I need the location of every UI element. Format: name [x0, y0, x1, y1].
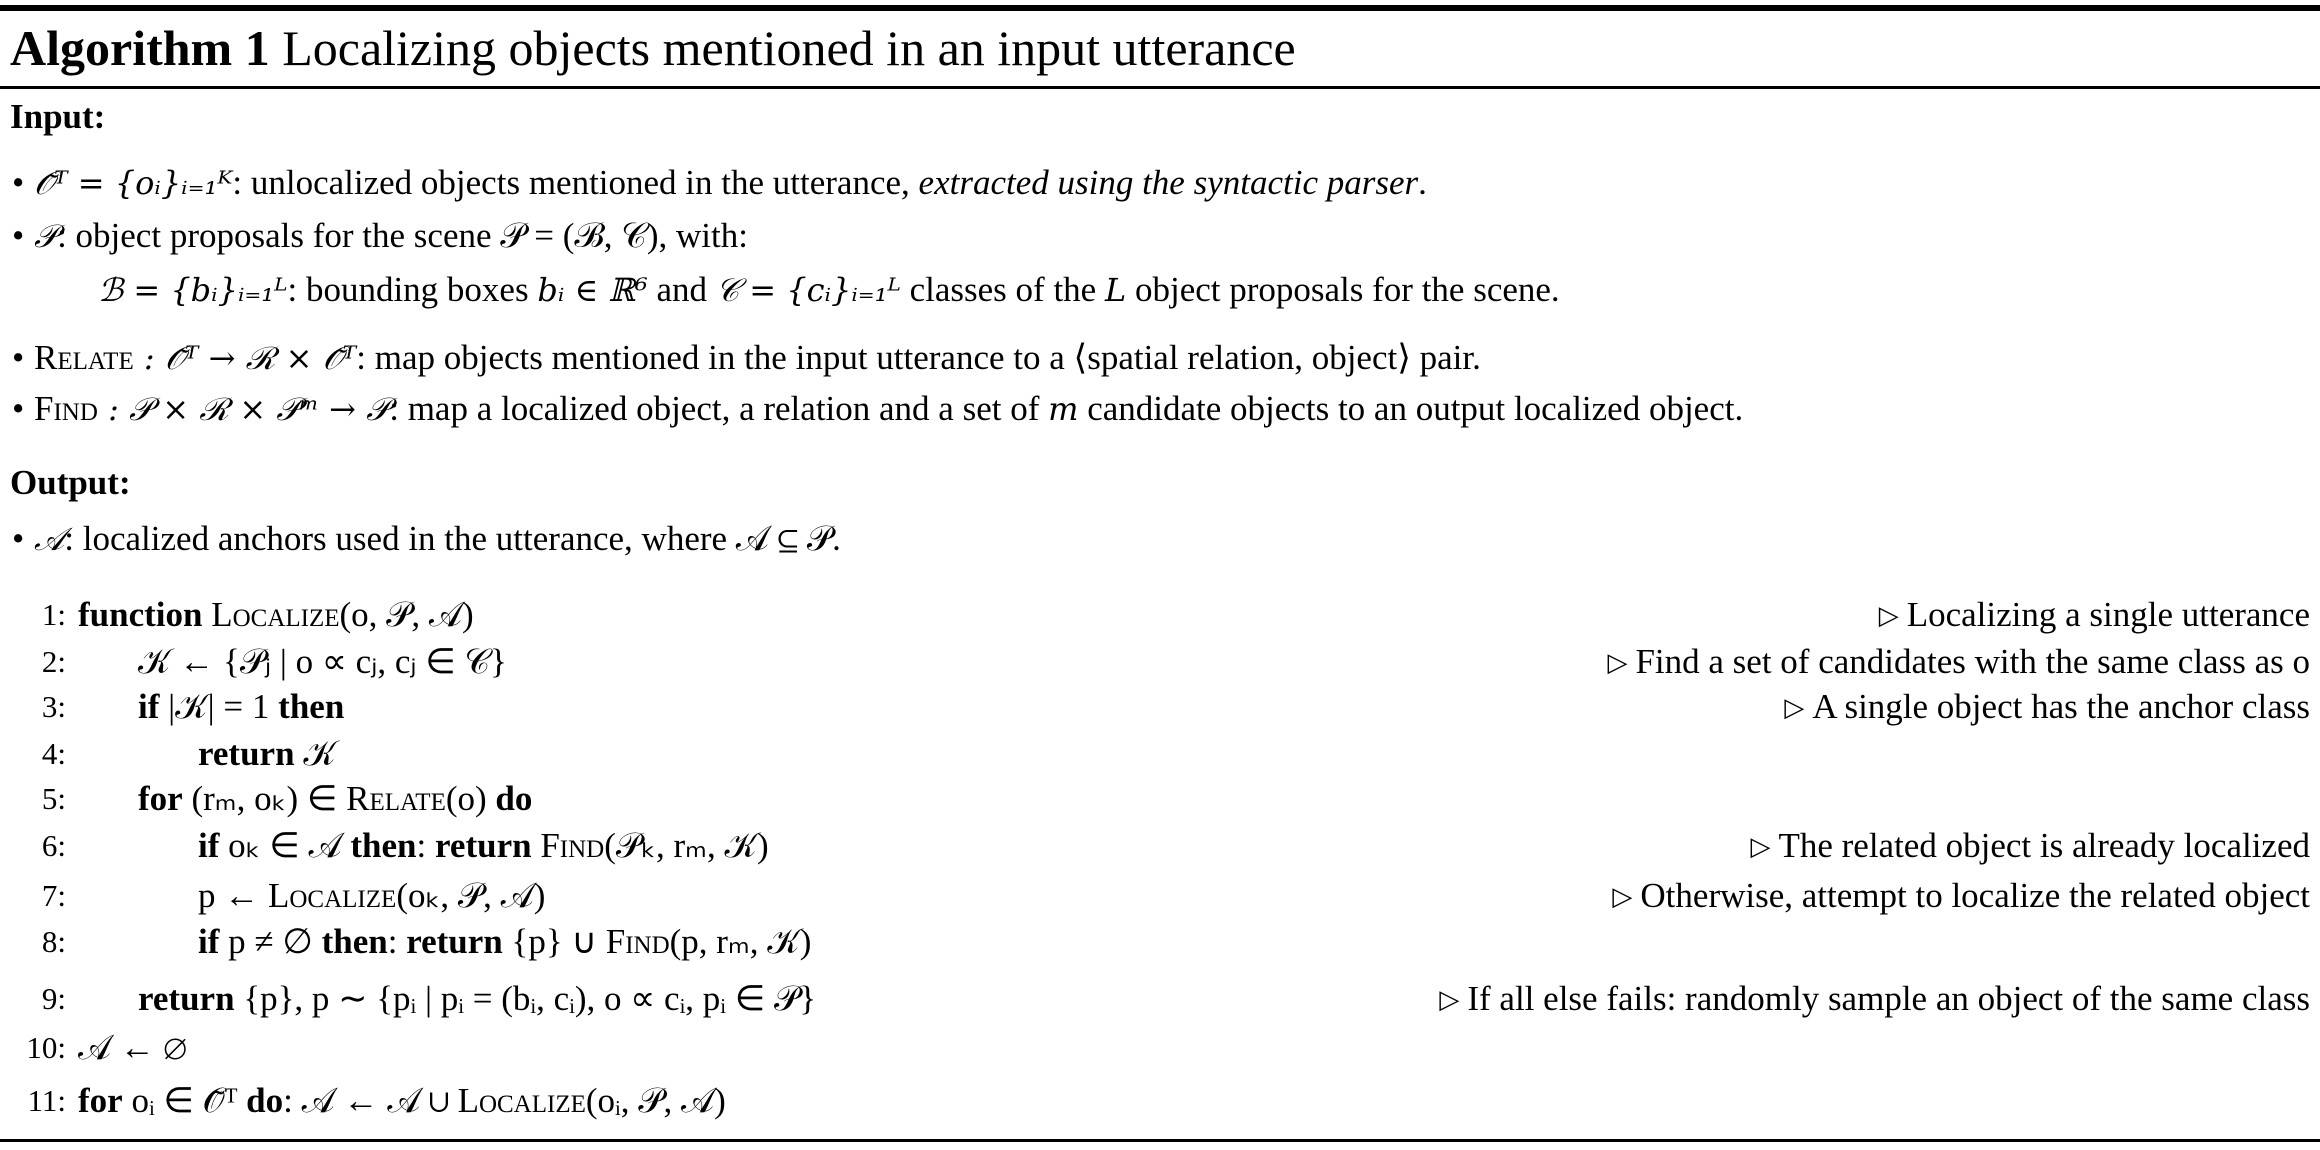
bottom-rule — [0, 1139, 2320, 1142]
algorithm-code: if |𝒦| = 1 then — [138, 687, 345, 726]
algorithm-comment: ▷If all else fails: randomly sample an o… — [1439, 979, 2310, 1018]
comment-triangle-icon: ▷ — [1750, 832, 1771, 861]
parser-emphasis: extracted using the syntactic parser — [918, 163, 1419, 202]
line-number: 2: — [41, 644, 66, 679]
algorithm-caption: Localizing objects mentioned in an input… — [282, 20, 1296, 76]
objects-set-math: 𝒪̃ᵀ = {oᵢ}ᵢ₌₁ᴷ — [34, 164, 233, 202]
relate-function-name: Relate — [34, 338, 134, 377]
input-proposals-detail: ℬ = {bᵢ}ᵢ₌₁ᴸ: bounding boxes bᵢ ∈ ℝ⁶ and… — [98, 270, 1560, 309]
title-rule — [0, 86, 2320, 89]
line-number: 1: — [41, 597, 66, 632]
output-bullet-anchors: •𝒜: localized anchors used in the uttera… — [12, 519, 841, 558]
algorithm-label: Algorithm 1 — [10, 20, 270, 76]
comment-triangle-icon: ▷ — [1878, 601, 1899, 630]
algorithm-title: Algorithm 1 Localizing objects mentioned… — [10, 10, 1296, 86]
algorithm-code: function Localize(o, 𝒫, 𝒜) — [78, 595, 474, 634]
input-bullet-proposals: •𝒫: object proposals for the scene 𝒫 = (… — [12, 216, 748, 255]
line-number: 3: — [41, 689, 66, 724]
line-number: 8: — [41, 924, 66, 959]
line-number: 5: — [41, 781, 66, 816]
line-number: 9: — [41, 981, 66, 1016]
algorithm-comment: ▷The related object is already localized — [1750, 826, 2310, 865]
input-bullet-objects: •𝒪̃ᵀ = {oᵢ}ᵢ₌₁ᴷ: unlocalized objects men… — [12, 163, 1427, 202]
algorithm-code: 𝒦 ← {𝒫ⱼ | o ∝ cⱼ, cⱼ ∈ 𝒞} — [138, 642, 507, 681]
line-number: 7: — [41, 878, 66, 913]
comment-triangle-icon: ▷ — [1612, 882, 1633, 911]
algorithm-comment: ▷Find a set of candidates with the same … — [1607, 642, 2310, 681]
output-heading: Output: — [10, 463, 131, 502]
algorithm-code: for (rₘ, oₖ) ∈ Relate(o) do — [138, 779, 533, 818]
algorithm-code: return {p}, p ∼ {pᵢ | pᵢ = (bᵢ, cᵢ), o ∝… — [138, 979, 817, 1018]
line-number: 11: — [27, 1083, 66, 1118]
comment-triangle-icon: ▷ — [1439, 985, 1460, 1014]
algorithm-code: return 𝒦 — [198, 734, 336, 773]
algorithm-comment: ▷Localizing a single utterance — [1878, 595, 2310, 634]
line-number: 4: — [41, 736, 66, 771]
algorithm-code: if p ≠ ∅ then: return {p} ∪ Find(p, rₘ, … — [198, 922, 812, 961]
algorithm-code: p ← Localize(oₖ, 𝒫, 𝒜) — [198, 876, 546, 915]
line-number: 10: — [26, 1030, 66, 1065]
input-bullet-relate: •Relate : 𝒪̃ᵀ → ℛ × 𝒪̃ᵀ: map objects men… — [12, 338, 1481, 377]
find-function-name: Find — [34, 389, 98, 428]
algorithm-code: for oᵢ ∈ 𝒪̃ᵀ do: 𝒜 ← 𝒜 ∪ Localize(oᵢ, 𝒫,… — [78, 1081, 726, 1120]
algorithm-comment: ▷Otherwise, attempt to localize the rela… — [1612, 876, 2310, 915]
comment-triangle-icon: ▷ — [1607, 648, 1628, 677]
input-bullet-find: •Find : 𝒫 × ℛ × 𝒫ᵐ → 𝒫: map a localized … — [12, 389, 1744, 428]
input-heading: Input: — [10, 97, 106, 136]
algorithm-comment: ▷A single object has the anchor class — [1784, 687, 2310, 726]
line-number: 6: — [41, 828, 66, 863]
algorithm-code: 𝒜 ← ∅ — [78, 1028, 187, 1067]
comment-triangle-icon: ▷ — [1784, 693, 1805, 722]
algorithm-code: if oₖ ∈ 𝒜 then: return Find(𝒫ₖ, rₘ, 𝒦) — [198, 826, 769, 865]
top-rule — [0, 5, 2320, 11]
